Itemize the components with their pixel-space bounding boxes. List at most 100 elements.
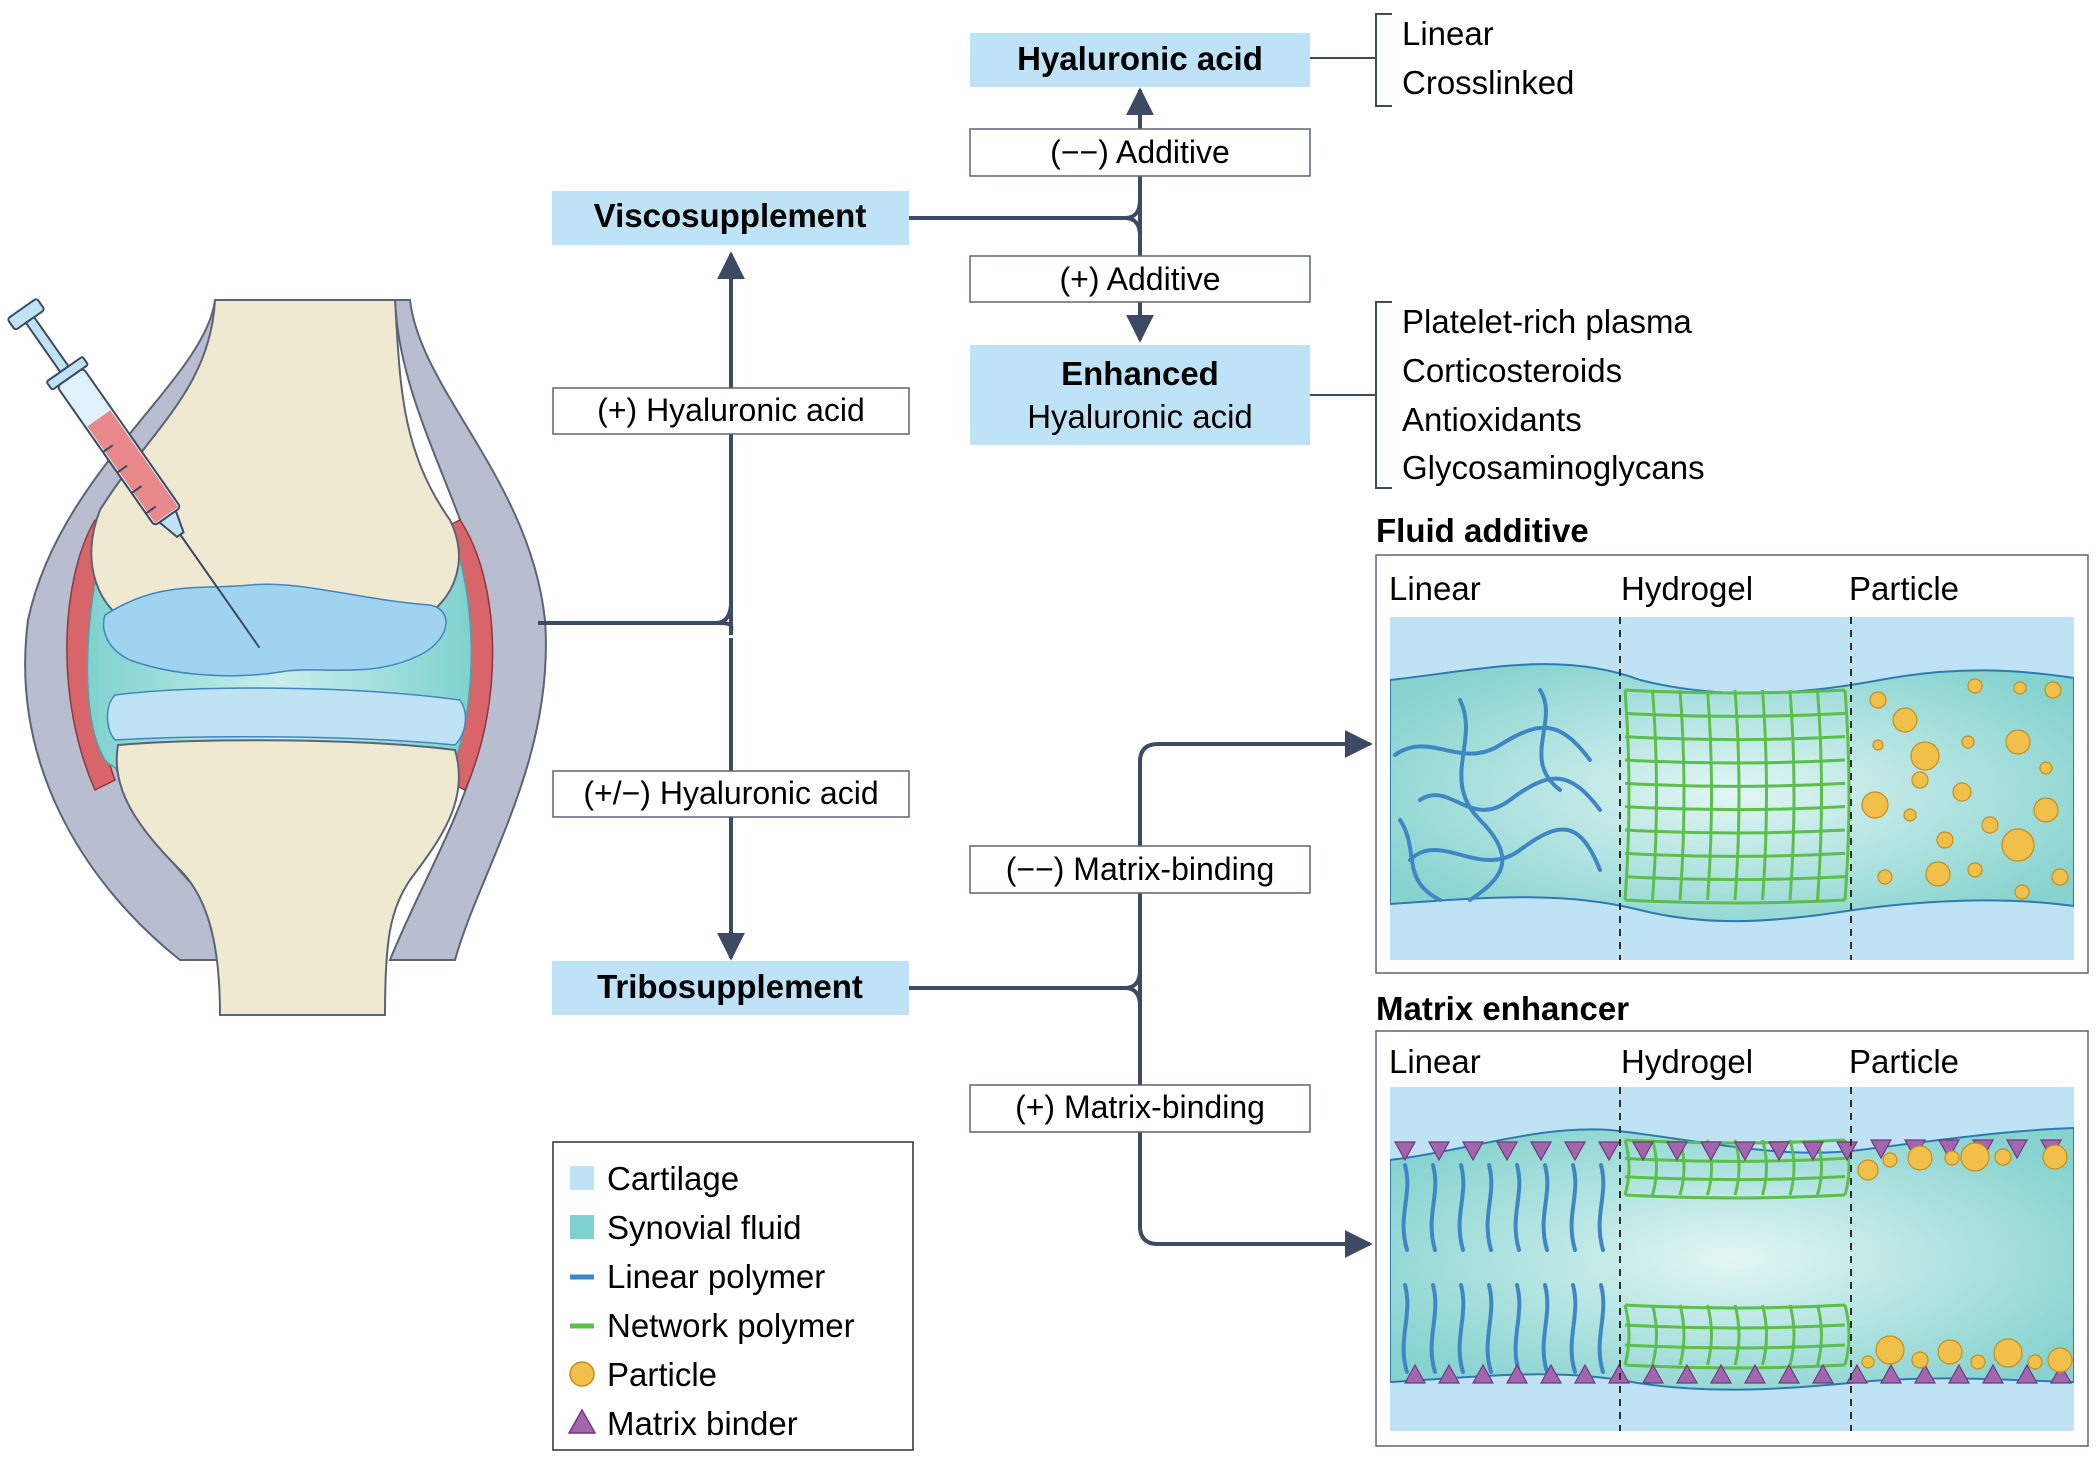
tibial-cartilage	[106, 687, 467, 746]
matrix-binder-top	[1869, 1139, 1893, 1160]
bound-particle-bottom	[1911, 1351, 1929, 1369]
legend-box	[552, 1141, 914, 1451]
edge-label-plus-additive: (+) Additive	[969, 255, 1311, 303]
particle-dot	[2001, 828, 2035, 862]
ha-type-crosslinked: Crosslinked	[1402, 64, 1574, 101]
matrix-hydrogel-bottom-strand	[1624, 1323, 1846, 1330]
bound-linear-bottom	[1401, 1283, 1410, 1374]
fluid-hydrogel-strand	[1843, 689, 1851, 901]
bound-linear-bottom	[1485, 1283, 1494, 1374]
syringe-icon	[7, 298, 261, 649]
edge-label-minus-additive: (−−) Additive	[969, 128, 1311, 177]
femoral-cartilage	[102, 583, 447, 677]
matrix-binder-bottom	[2049, 1363, 2073, 1384]
edge-label-plusminus-ha: (+/−) Hyaluronic acid	[552, 770, 910, 818]
matrix-binder-bottom	[1403, 1363, 1427, 1384]
bound-linear-top	[1541, 1163, 1550, 1252]
bound-particle-top	[1882, 1152, 1898, 1168]
matrix-binder-triangle	[567, 1408, 597, 1434]
fluid-polymer-content	[1393, 678, 2069, 905]
additive-antioxidants: Antioxidants	[1402, 401, 1582, 438]
tribosupplement-label: Tribosupplement	[597, 968, 863, 1005]
matrix-binder-top	[1631, 1141, 1655, 1162]
particle-dot	[1981, 816, 1999, 834]
legend-label-linear: Linear polymer	[607, 1258, 825, 1295]
particle-dot	[2044, 681, 2062, 699]
matrix-binder-top	[1835, 1141, 1859, 1162]
enhanced-additives-list: Platelet-rich plasma Corticosteroids Ant…	[1402, 303, 1705, 486]
matrix-binder-bottom	[1981, 1363, 2005, 1384]
matrix-hydrogel-top-strand	[1788, 1139, 1796, 1196]
fluid-col-particle: Particle	[1849, 570, 1959, 607]
matrix-hydrogel-bottom-strand	[1733, 1304, 1741, 1366]
tibia-bone	[115, 739, 460, 1016]
matrix-binder-bottom	[1879, 1363, 1903, 1384]
tribosupplement-connector	[909, 969, 1142, 1007]
svg-text:(+) Matrix-binding: (+) Matrix-binding	[1015, 1089, 1265, 1125]
fluid-hydrogel-strand	[1624, 851, 1846, 858]
bound-particle-bottom	[2047, 1347, 2073, 1373]
cartilage-swatch	[570, 1166, 594, 1190]
linear-polymer-strand	[1418, 776, 1602, 812]
svg-text:(+) Additive: (+) Additive	[1060, 261, 1221, 297]
legend-label-particle: Particle	[607, 1356, 717, 1393]
particle-dot	[2013, 681, 2027, 695]
svg-text:(+/−) Hyaluronic acid: (+/−) Hyaluronic acid	[583, 775, 878, 811]
linear-polymer-strand	[1458, 698, 1505, 902]
fluid-col-hydrogel: Hydrogel	[1621, 570, 1753, 607]
bound-linear-top	[1429, 1163, 1438, 1252]
enhanced-ha-node: Enhanced Hyaluronic acid	[970, 345, 1310, 445]
matrix-binder-bottom	[1505, 1363, 1529, 1384]
to-matrix-enhancer-arrow	[1138, 1000, 1373, 1258]
matrix-binder-top	[1733, 1141, 1757, 1162]
matrix-binder-top	[1393, 1141, 1417, 1162]
matrix-hydrogel-top-strand	[1761, 1139, 1768, 1196]
matrix-polymer-content	[1393, 1138, 2073, 1384]
matrix-col-particle: Particle	[1849, 1043, 1959, 1080]
matrix-binder-top	[1597, 1141, 1621, 1162]
particle-dot	[2014, 884, 2030, 900]
legend-label-binder: Matrix binder	[607, 1405, 798, 1442]
ha-types-list: Linear Crosslinked	[1402, 15, 1574, 101]
linear-polymer-strand	[1408, 827, 1602, 872]
matrix-binder-bottom	[1777, 1363, 1801, 1384]
linear-polymer-strand	[1398, 818, 1442, 902]
matrix-binder-top	[1563, 1141, 1587, 1162]
fluid-hydrogel-strand	[1623, 689, 1631, 901]
bound-linear-bottom	[1541, 1283, 1550, 1374]
legend-label-synovial: Synovial fluid	[607, 1209, 801, 1246]
particle-dot	[1869, 691, 1887, 709]
additive-gags: Glycosaminoglycans	[1402, 449, 1705, 486]
matrix-binder-bottom	[1743, 1363, 1767, 1384]
particle-dot	[1936, 831, 1954, 849]
particle-dot	[1903, 808, 1917, 822]
particle-dot	[1877, 869, 1893, 885]
connector-lines	[538, 13, 1392, 1258]
matrix-binder-top	[1461, 1141, 1485, 1162]
matrix-binder-bottom	[1913, 1363, 1937, 1384]
particle-dot	[1911, 771, 1929, 789]
fluid-hydrogel-strand	[1624, 758, 1846, 765]
bound-linear-top	[1485, 1163, 1494, 1252]
enhanced-title: Enhanced	[1061, 355, 1219, 392]
bound-particle-bottom	[1875, 1335, 1905, 1365]
matrix-hydrogel-bottom-strand	[1651, 1304, 1658, 1366]
matrix-binder-top	[1495, 1141, 1519, 1162]
matrix-binder-bottom	[1709, 1363, 1733, 1384]
svg-text:(−−) Matrix-binding: (−−) Matrix-binding	[1006, 851, 1275, 887]
fluid-hydrogel-strand	[1624, 828, 1846, 835]
bound-linear-top	[1513, 1163, 1522, 1252]
svg-text:(+) Hyaluronic acid: (+) Hyaluronic acid	[597, 392, 865, 428]
viscosupplement-label: Viscosupplement	[594, 197, 867, 234]
matrix-hydrogel-bottom-strand	[1761, 1304, 1768, 1366]
fluid-hydrogel-strand	[1624, 735, 1846, 742]
particle-circle	[569, 1361, 595, 1387]
matrix-binder-bottom	[1471, 1363, 1495, 1384]
bound-linear-bottom	[1513, 1283, 1522, 1374]
matrix-enhancer-title: Matrix enhancer	[1376, 990, 1629, 1027]
particle-dot	[1961, 735, 1975, 749]
matrix-col-hydrogel: Hydrogel	[1621, 1043, 1753, 1080]
bound-linear-bottom	[1569, 1283, 1578, 1374]
particle-dot	[1967, 678, 1983, 694]
particle-dot	[1892, 707, 1918, 733]
